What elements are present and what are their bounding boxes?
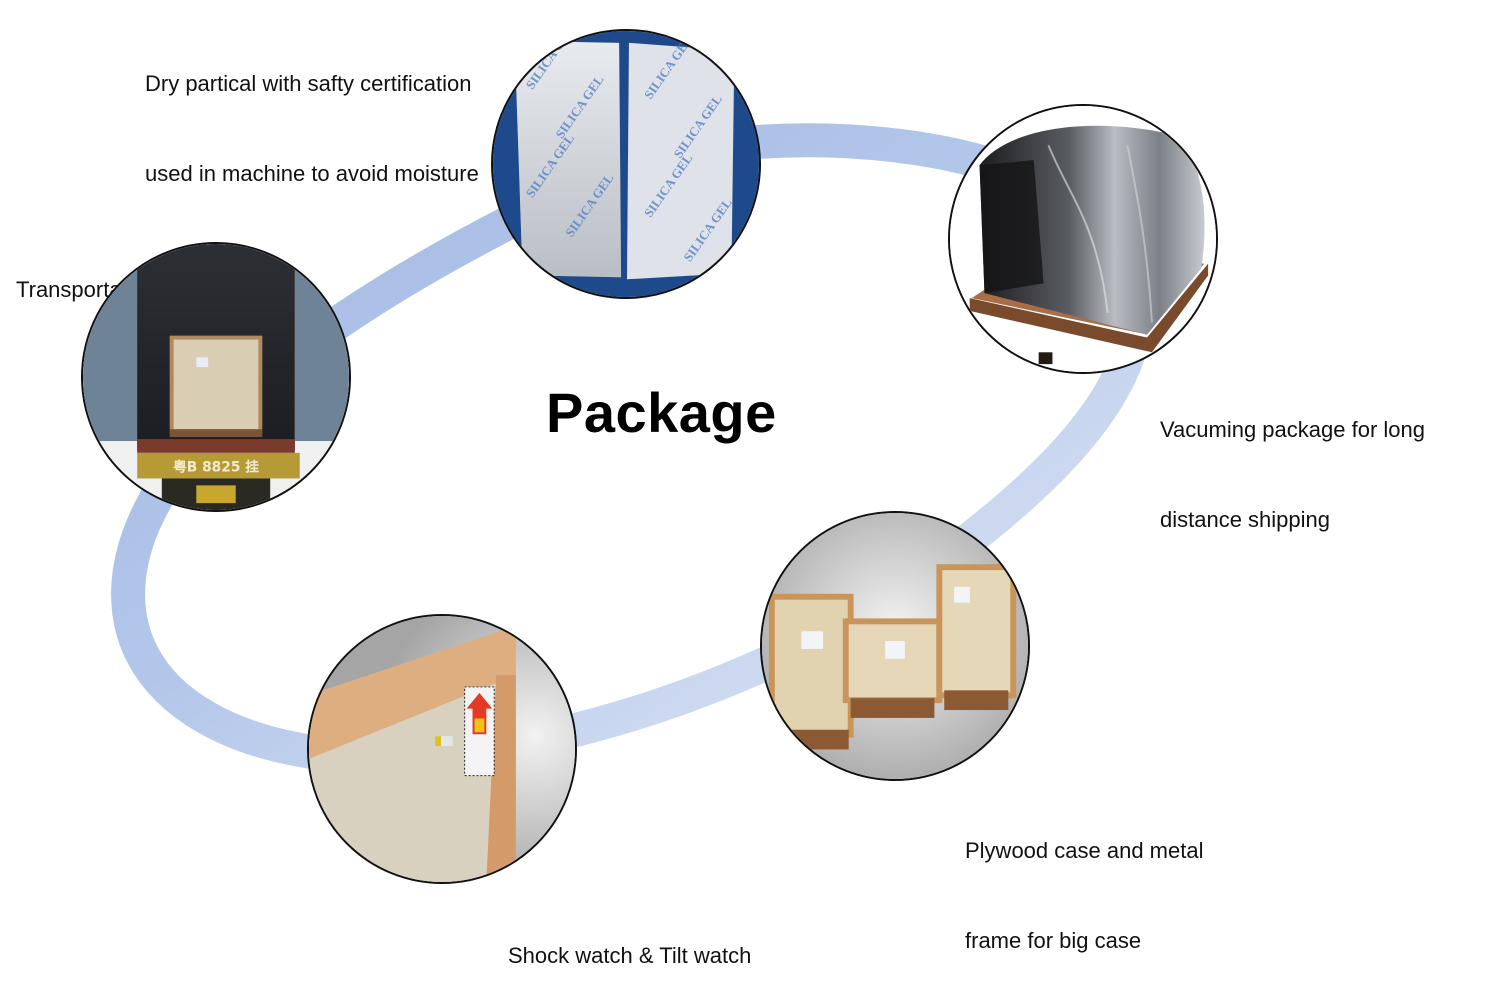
label-vacuum: Vacuming package for long distance shipp…	[1160, 355, 1425, 565]
label-line: frame for big case	[965, 928, 1142, 953]
photo-vacuum-wrap	[948, 104, 1218, 374]
label-line: Plywood case and metal	[965, 838, 1204, 863]
label-line: used in machine to avoid moisture	[145, 161, 479, 186]
photo-shock-watch	[307, 614, 577, 884]
photo-plywood-crates	[760, 511, 1030, 781]
diagram-title: Package	[546, 381, 777, 444]
label-line: Vacuming package for long	[1160, 417, 1425, 442]
label-desiccant: Dry partical with safty certification us…	[145, 9, 479, 219]
label-shockwatch: Shock watch & Tilt watch	[508, 881, 751, 1001]
label-line: Dry partical with safty certification	[145, 71, 472, 96]
photo-silica-gel: SILICA GEL SILICA GEL SILICA GEL SILICA …	[491, 29, 761, 299]
label-line: Shock watch & Tilt watch	[508, 943, 752, 968]
photo-transport-container: 粤B 8825 挂	[81, 242, 351, 512]
label-line: distance shipping	[1160, 507, 1331, 532]
label-plywood: Plywood case and metal frame for big cas…	[965, 776, 1203, 986]
truck-plate-text: 粤B 8825 挂	[173, 459, 259, 476]
